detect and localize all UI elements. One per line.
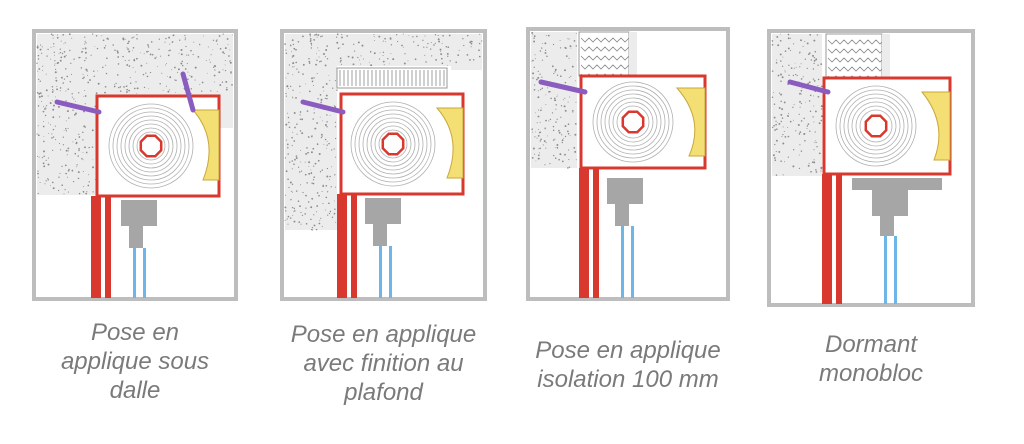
diagram-dormant-monobloc: Dormant monobloc — [767, 29, 975, 387]
diagram-pose-applique-isolation: Pose en applique isolation 100 mm — [526, 27, 730, 393]
caption-diagram-1: Pose en applique sous dalle — [60, 319, 210, 404]
roller-shutter-section-2 — [280, 29, 487, 301]
roller-shutter-section-3 — [526, 27, 730, 301]
caption-diagram-3: Pose en applique isolation 100 mm — [535, 337, 721, 393]
caption-diagram-2: Pose en applique avec finition au plafon… — [290, 321, 477, 406]
caption-diagram-4: Dormant monobloc — [818, 331, 924, 387]
roller-shutter-section-4 — [767, 29, 975, 307]
diagram-pose-applique-sous-dalle: Pose en applique sous dalle — [32, 29, 238, 404]
roller-shutter-section-1 — [32, 29, 238, 301]
diagram-pose-applique-finition-plafond: Pose en applique avec finition au plafon… — [280, 29, 487, 406]
